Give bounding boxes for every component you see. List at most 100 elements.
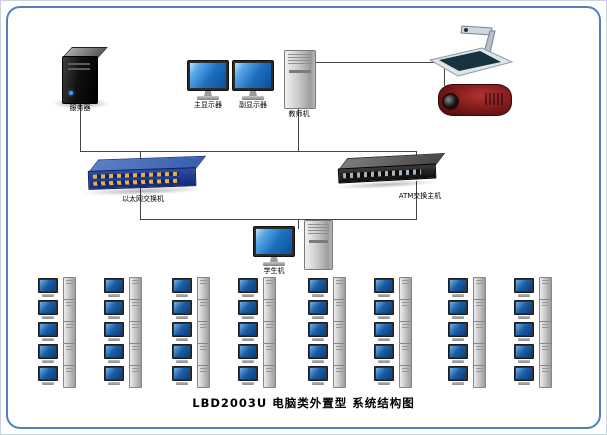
workstation-monitor-icon — [448, 344, 468, 359]
workstation-tower-icon — [333, 277, 346, 300]
workstation-screen — [376, 280, 392, 291]
workstation-monitor-icon — [38, 322, 58, 337]
diagram-title: LBD2003U 电脑类外置型 系统结构图 — [192, 396, 415, 410]
workstation-screen — [516, 346, 532, 357]
workstation-monitor-stand — [176, 382, 188, 385]
workstation-screen — [106, 368, 122, 379]
workstation-monitor-stand — [176, 338, 188, 341]
workstation-monitor-stand — [42, 294, 54, 297]
workstation-tower-icon — [63, 343, 76, 366]
workstation-screen — [310, 302, 326, 313]
workstation-monitor-icon — [238, 322, 258, 337]
workstation-screen — [240, 302, 256, 313]
workstation-monitor-icon — [514, 322, 534, 337]
workstation — [172, 365, 210, 388]
workstation-screen — [516, 324, 532, 335]
workstation-screen — [450, 368, 466, 379]
workstation — [238, 299, 276, 322]
monitor-stand — [249, 91, 257, 96]
workstation — [172, 343, 210, 366]
workstation-tower-icon — [333, 343, 346, 366]
workstation-monitor-stand — [312, 338, 324, 341]
connector-teacher-drop — [298, 107, 299, 151]
workstation-screen — [40, 368, 56, 379]
workstation-screen — [240, 368, 256, 379]
workstation — [448, 343, 486, 366]
workstation-screen — [40, 302, 56, 313]
workstation — [104, 365, 142, 388]
workstation-monitor-icon — [308, 366, 328, 381]
workstation-monitor-stand — [452, 338, 464, 341]
workstation-monitor-icon — [38, 366, 58, 381]
workstation — [38, 343, 76, 366]
workstation-screen — [516, 280, 532, 291]
workstation-monitor-stand — [378, 360, 390, 363]
workstation-screen — [240, 280, 256, 291]
workstation-tower-icon — [197, 321, 210, 344]
student-machine-monitor-icon — [253, 226, 295, 266]
connector-student-drop — [298, 219, 299, 229]
workstation-monitor-stand — [242, 316, 254, 319]
workstation-monitor-icon — [374, 278, 394, 293]
connector-top-bus — [80, 151, 417, 152]
workstation-screen — [516, 302, 532, 313]
workstation-screen — [450, 346, 466, 357]
workstation-screen — [174, 368, 190, 379]
monitor-frame — [187, 60, 229, 91]
workstation-screen — [450, 302, 466, 313]
workstation-screen — [40, 280, 56, 291]
workstation-screen — [174, 280, 190, 291]
workstation-monitor-stand — [452, 382, 464, 385]
workstation-monitor-icon — [38, 278, 58, 293]
workstation-monitor-stand — [108, 360, 120, 363]
workstation — [514, 343, 552, 366]
document-camera-icon — [424, 22, 516, 84]
workstation — [38, 321, 76, 344]
workstation-monitor-icon — [374, 322, 394, 337]
workstation-monitor-icon — [514, 344, 534, 359]
workstation-monitor-stand — [108, 338, 120, 341]
workstation-screen — [106, 302, 122, 313]
workstation-monitor-stand — [312, 316, 324, 319]
workstation-tower-icon — [263, 343, 276, 366]
workstation — [104, 277, 142, 300]
workstation — [104, 343, 142, 366]
workstation — [104, 299, 142, 322]
workstation — [374, 277, 412, 300]
workstation-tower-icon — [399, 343, 412, 366]
workstation — [238, 277, 276, 300]
workstation-monitor-icon — [172, 322, 192, 337]
workstation — [238, 343, 276, 366]
workstation-screen — [516, 368, 532, 379]
switch-ports — [92, 171, 180, 179]
main-display-icon — [187, 60, 229, 100]
workstation-screen — [450, 324, 466, 335]
connector-teacher-to-peripherals — [314, 62, 444, 63]
workstation-tower-icon — [539, 299, 552, 322]
workstation-monitor-icon — [238, 300, 258, 315]
workstation-monitor-stand — [312, 360, 324, 363]
secondary-display-label: 副显示器 — [239, 101, 267, 109]
workstation-monitor-icon — [172, 344, 192, 359]
workstation — [514, 321, 552, 344]
workstation — [514, 277, 552, 300]
workstation-tower-icon — [473, 365, 486, 388]
workstation — [172, 299, 210, 322]
monitor-screen — [256, 229, 292, 254]
workstation-monitor-stand — [242, 360, 254, 363]
monitor-base — [242, 96, 264, 100]
workstation — [374, 299, 412, 322]
workstation-monitor-icon — [374, 344, 394, 359]
workstation-monitor-icon — [172, 278, 192, 293]
workstation — [308, 343, 346, 366]
workstation-monitor-icon — [308, 278, 328, 293]
student-machine-tower-icon — [304, 220, 333, 270]
workstation — [104, 321, 142, 344]
teacher-machine-icon — [284, 50, 316, 109]
workstation-tower-icon — [197, 277, 210, 300]
workstation-monitor-stand — [312, 294, 324, 297]
workstation-tower-icon — [333, 321, 346, 344]
workstation-tower-icon — [399, 321, 412, 344]
workstation-monitor-icon — [448, 322, 468, 337]
